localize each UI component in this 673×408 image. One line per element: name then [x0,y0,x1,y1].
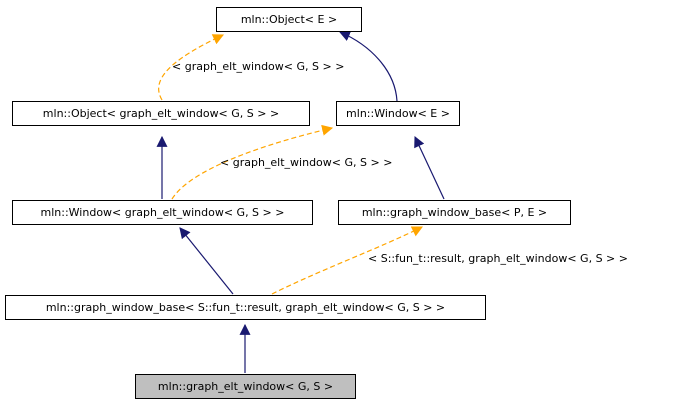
edge-gwb-gew-inherits-window-gew [179,227,234,295]
edge-label-object-template: < graph_elt_window< G, S > > [172,60,345,73]
edge-label-window-template: < graph_elt_window< G, S > > [220,156,393,169]
node-window-gew[interactable]: mln::Window< graph_elt_window< G, S > > [12,200,313,225]
edge-object-template [158,34,224,101]
node-gwb-gew[interactable]: mln::graph_window_base< S::fun_t::result… [5,295,486,320]
edge-label-gwb-template: < S::fun_t::result, graph_elt_window< G,… [368,252,628,265]
node-object-gew[interactable]: mln::Object< graph_elt_window< G, S > > [12,101,310,126]
node-window-e[interactable]: mln::Window< E > [336,101,460,126]
edge-gwb-template [271,226,423,295]
edge-window-e-inherits-object-e [338,30,398,102]
edge-window-template [171,124,334,200]
edge-gwb-pe-inherits-window-e [414,136,445,200]
node-object-e[interactable]: mln::Object< E > [216,7,362,32]
node-graph-elt-window[interactable]: mln::graph_elt_window< G, S > [135,374,356,399]
node-gwb-pe[interactable]: mln::graph_window_base< P, E > [338,200,571,225]
